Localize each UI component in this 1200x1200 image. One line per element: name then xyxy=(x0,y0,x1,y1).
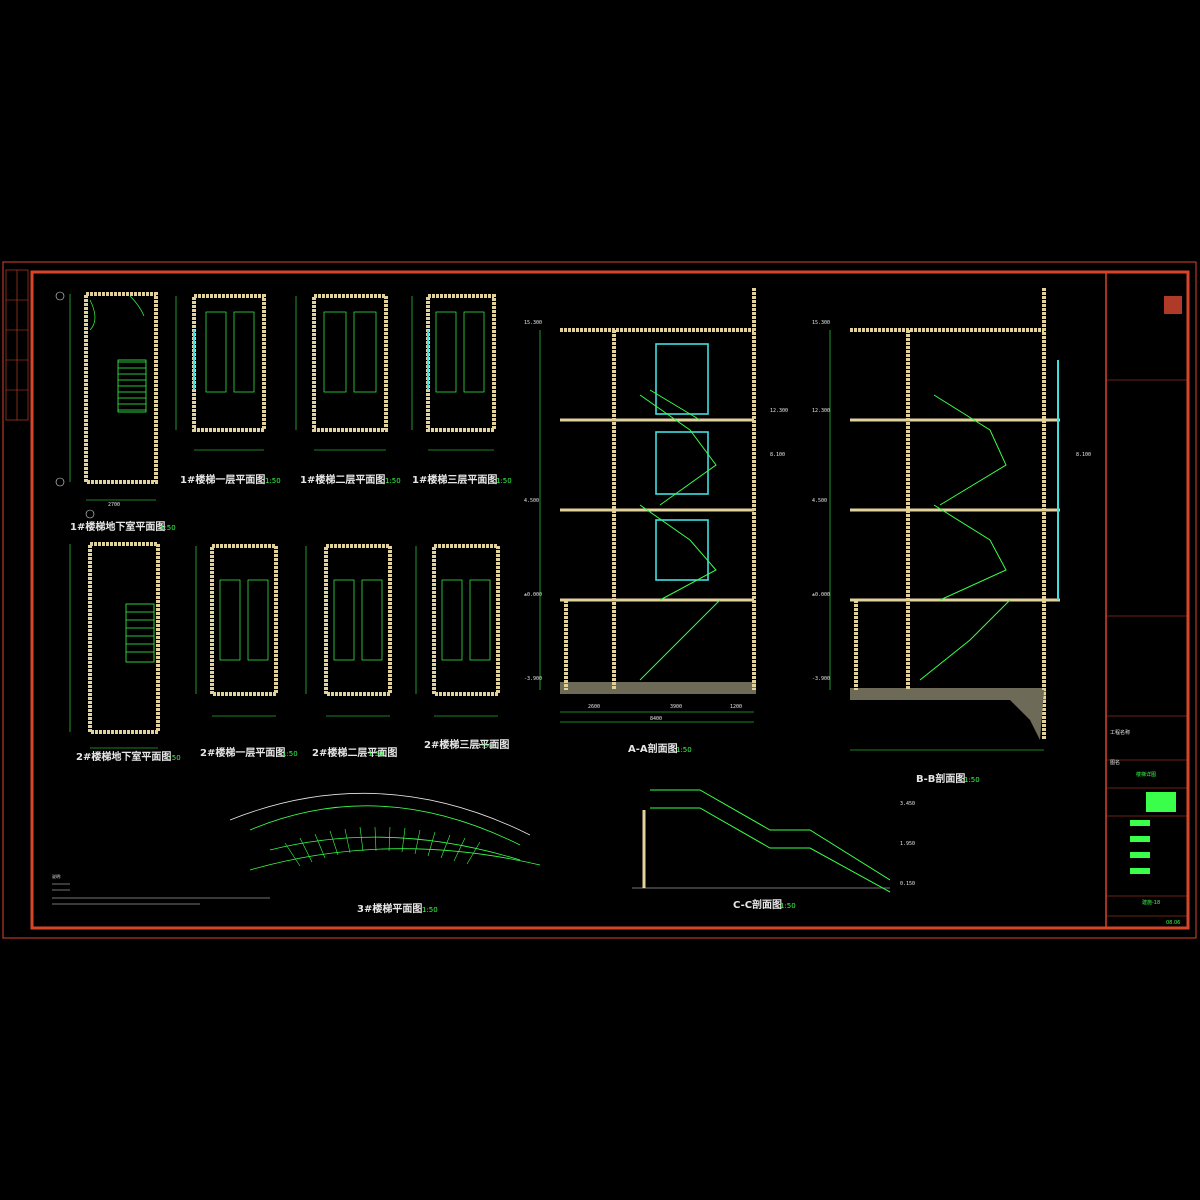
title-s1-first: 1#楼梯一层平面图 xyxy=(180,473,265,486)
bb-level-1: 15.300 xyxy=(812,320,830,326)
plan-2-third xyxy=(415,544,500,717)
bb-level-4: 4.500 xyxy=(812,498,827,504)
title-s2-second: 2#楼梯二层平面图 xyxy=(312,746,397,759)
dim-width: 2700 xyxy=(108,502,120,508)
cc-level-1: 3.450 xyxy=(900,801,915,807)
scale-s1-basement: 1:50 xyxy=(160,524,176,532)
plan-1-first xyxy=(175,294,266,451)
section-cc xyxy=(632,789,891,893)
title-section-bb: B-B剖面图 xyxy=(916,772,965,785)
title-s3-plan: 3#楼梯平面图 xyxy=(357,902,422,915)
tb-drawing-name: 楼梯详图 xyxy=(1136,771,1156,778)
plan-1-third xyxy=(411,294,496,451)
scale-s1-third: 1:50 xyxy=(496,477,512,485)
aa-level-5: ±0.000 xyxy=(524,592,542,598)
left-stamp-table xyxy=(5,269,29,421)
scale-s2-third: 1:50 xyxy=(477,742,493,750)
plan-2-second xyxy=(305,544,392,717)
section-bb xyxy=(829,288,1060,751)
bb-level-6: -3.900 xyxy=(812,676,830,682)
scale-s3-plan: 1:50 xyxy=(422,906,438,914)
title-block xyxy=(1105,272,1188,928)
aa-level-3: 8.100 xyxy=(770,452,785,458)
scale-s2-second: 1:50 xyxy=(368,750,384,758)
cc-level-3: 0.150 xyxy=(900,881,915,887)
title-s2-basement: 2#楼梯地下室平面图 xyxy=(76,750,171,763)
inner-frame xyxy=(30,270,1190,930)
title-s1-second: 1#楼梯二层平面图 xyxy=(300,473,385,486)
notes-heading: 说明: xyxy=(52,873,61,879)
aa-dim-3: 1200 xyxy=(730,704,742,710)
cc-level-2: 1.950 xyxy=(900,841,915,847)
title-s1-third: 1#楼梯三层平面图 xyxy=(412,473,497,486)
outer-frame xyxy=(2,261,1197,939)
title-s2-first: 2#楼梯一层平面图 xyxy=(200,746,285,759)
aa-dim-1: 2600 xyxy=(588,704,600,710)
tb-project-label: 工程名称 xyxy=(1110,729,1130,736)
aa-dim-2: 3900 xyxy=(670,704,682,710)
aa-level-1: 15.300 xyxy=(524,320,542,326)
notes-lines xyxy=(52,883,270,905)
tb-drawing-label: 图名 xyxy=(1110,759,1120,766)
scale-s1-second: 1:50 xyxy=(385,477,401,485)
plan-3-curved xyxy=(229,792,541,871)
section-aa xyxy=(539,288,756,723)
bb-level-5: ±0.000 xyxy=(812,592,830,598)
scale-s2-basement: 1:50 xyxy=(165,754,181,762)
scale-s2-first: 1:50 xyxy=(282,750,298,758)
aa-level-2: 12.300 xyxy=(770,408,788,414)
plan-1-second xyxy=(295,294,388,451)
bb-level-2: 12.300 xyxy=(812,408,830,414)
tb-sheet-no: 建施-18 xyxy=(1142,899,1160,906)
bb-level-3: 8.100 xyxy=(1076,452,1091,458)
title-s2-third: 2#楼梯三层平面图 xyxy=(424,738,509,751)
scale-s1-first: 1:50 xyxy=(265,477,281,485)
scale-section-cc: 1:50 xyxy=(780,902,796,910)
plan-2-basement xyxy=(69,542,160,749)
plan-1-basement: 2700 xyxy=(55,291,158,519)
title-section-cc: C-C剖面图 xyxy=(733,898,782,911)
aa-level-4: 4.500 xyxy=(524,498,539,504)
title-section-aa: A-A剖面图 xyxy=(628,742,678,755)
plan-2-first xyxy=(195,544,278,717)
scale-section-bb: 1:50 xyxy=(964,776,980,784)
title-s1-basement: 1#楼梯地下室平面图 xyxy=(70,520,165,533)
scale-section-aa: 1:50 xyxy=(676,746,692,754)
aa-level-6: -3.900 xyxy=(524,676,542,682)
aa-dim-total: 8400 xyxy=(650,716,662,722)
tb-date: 08.06 xyxy=(1166,920,1180,926)
